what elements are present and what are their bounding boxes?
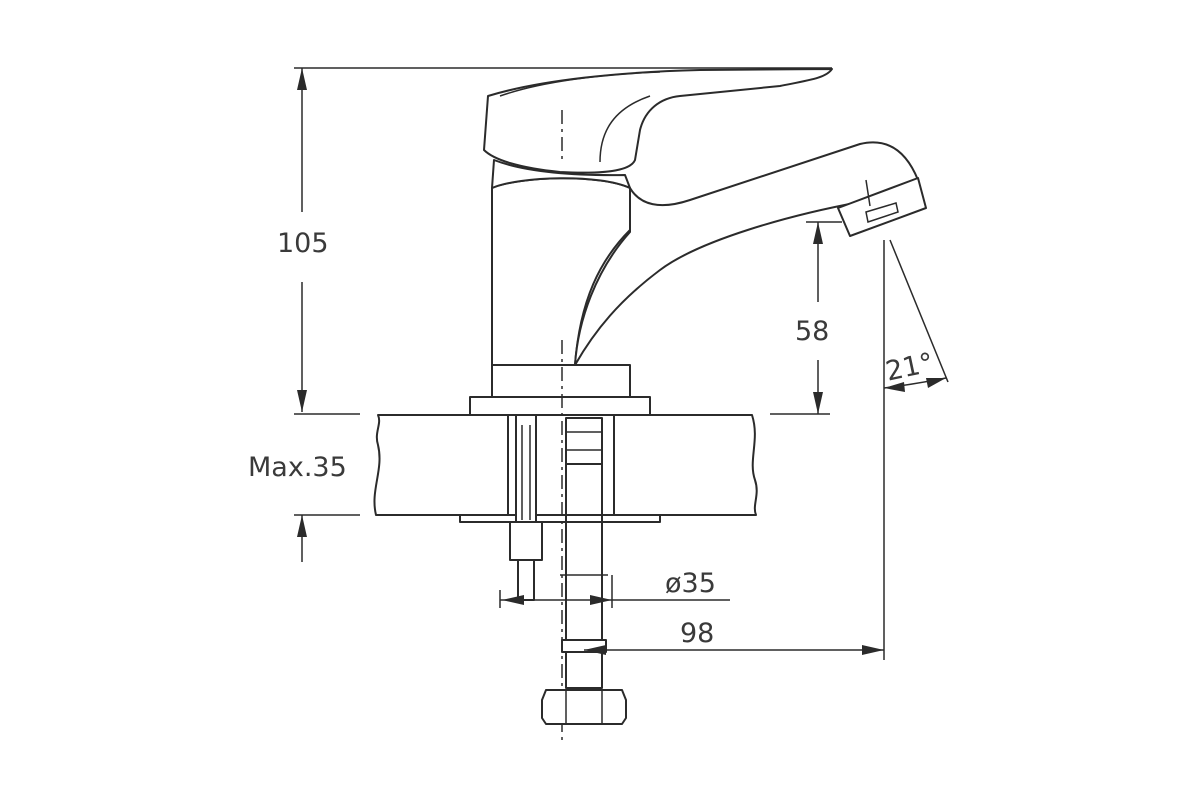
dimension-label-spout-height: 58 (795, 316, 829, 347)
countertop-left (373, 414, 509, 516)
dimension-label-max-thickness: Max.35 (248, 452, 347, 483)
dimension-spout-angle: 21° (883, 239, 949, 392)
base-flange (469, 396, 651, 416)
dimension-label-reach: 98 (680, 618, 714, 649)
dimension-label-total-height: 105 (277, 228, 329, 259)
mounting-stud (509, 414, 543, 601)
supply-hose (541, 417, 627, 725)
handle-cap (491, 159, 631, 189)
mounting-nut (509, 521, 543, 561)
handle-lever (483, 68, 833, 174)
spout (574, 141, 919, 366)
dimension-reach: 98 (584, 240, 885, 660)
hose-hex-nut (541, 689, 627, 725)
countertop-right (613, 414, 758, 516)
bottom-washer (459, 514, 661, 523)
dimension-hole-diameter: ø35 (499, 568, 730, 608)
dimension-total-height: 105 (277, 67, 832, 415)
braided-hose (565, 463, 603, 641)
faucet-body (469, 68, 927, 740)
dimension-max-thickness: Max.35 (248, 452, 360, 562)
dimension-spout-height: 58 (770, 221, 842, 415)
dimension-label-hole-diameter: ø35 (665, 568, 716, 599)
countertop-section (373, 414, 758, 523)
